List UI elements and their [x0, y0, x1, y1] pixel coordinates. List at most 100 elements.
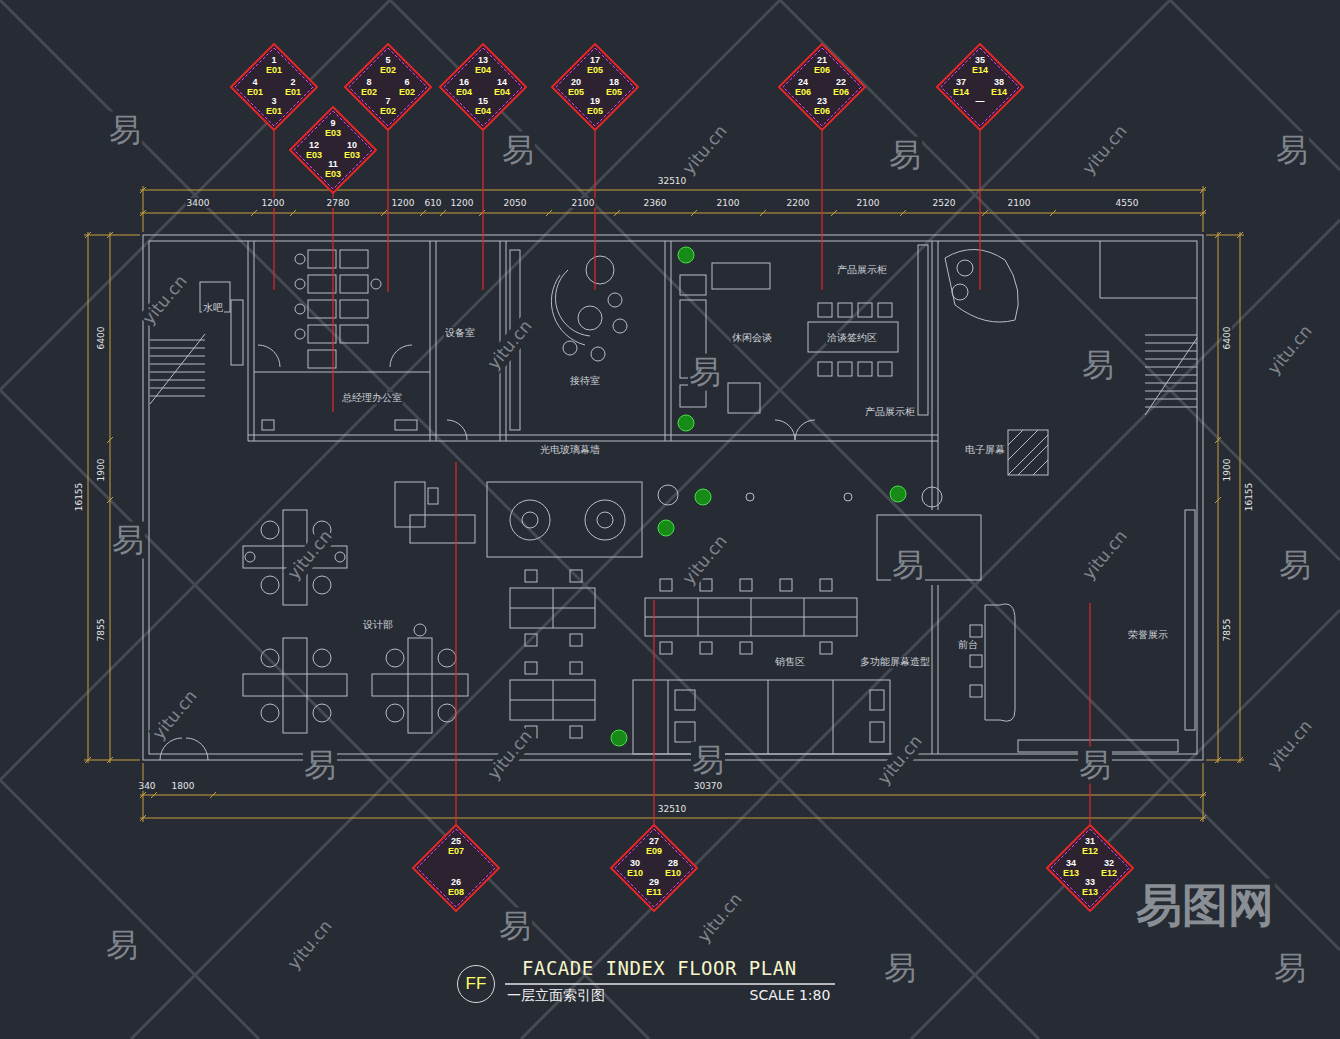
dimension: 3400 [186, 198, 211, 208]
view-number: 12 [309, 141, 319, 150]
sheet-code: E10 [665, 869, 681, 878]
marker-inner [235, 48, 313, 126]
dimension: 6400 [1222, 326, 1232, 351]
dimension: 2100 [571, 198, 596, 208]
sheet-code: E02 [380, 107, 396, 116]
dimension: 16155 [74, 482, 84, 513]
watermark: 易 [1275, 132, 1309, 169]
watermark: yitu.cn [148, 686, 201, 744]
view-number: 35 [975, 56, 985, 65]
view-number: 9 [330, 119, 335, 128]
sheet-code: E06 [833, 88, 849, 97]
dimension: 340 [137, 781, 156, 791]
view-number: 20 [571, 78, 581, 87]
view-number: 10 [347, 141, 357, 150]
watermark: yitu.cn [693, 889, 746, 947]
marker-outline [413, 825, 499, 911]
marker-outline [779, 44, 865, 130]
watermark: 易 [498, 908, 532, 945]
plants [611, 247, 906, 746]
room-name: 水吧 [202, 302, 224, 314]
room-name: 产品展示柜 [836, 264, 888, 276]
view-number: 33 [1085, 878, 1095, 887]
sheet-code: E12 [1101, 869, 1117, 878]
watermark: yitu.cn [283, 916, 336, 974]
room-name: 多功能屏幕造型 [859, 656, 931, 668]
sheet-code: E08 [448, 888, 464, 897]
watermark: 易 [111, 522, 145, 559]
index-marker: 27E0930E1028E1029E11 [610, 824, 698, 912]
index-leader-lines [274, 131, 1090, 824]
marker-outline [345, 44, 431, 130]
sheet-code: E03 [306, 151, 322, 160]
view-number: 21 [817, 56, 827, 65]
index-marker: 35E1437E1438E14— [936, 43, 1024, 131]
dimension: 7855 [96, 618, 106, 643]
index-marker: 25E0726E08 [412, 824, 500, 912]
view-number: 4 [252, 78, 257, 87]
watermark: yitu.cn [1263, 716, 1316, 774]
watermark: yitu.cn [873, 731, 926, 789]
view-number: 11 [328, 160, 338, 169]
dimension: 1900 [96, 458, 106, 483]
dimension: 2360 [643, 198, 668, 208]
watermark: yitu.cn [483, 726, 536, 784]
view-number: 25 [451, 837, 461, 846]
dimension: 610 [423, 198, 442, 208]
room-name: 设计部 [362, 619, 394, 631]
room-name: 总经理办公室 [341, 392, 403, 404]
index-marker: 1E014E012E013E01 [230, 43, 318, 131]
watermark: yitu.cn [1263, 321, 1316, 379]
view-number: 23 [817, 97, 827, 106]
room-name: 电子屏幕 [964, 444, 1006, 456]
watermark: 易 [888, 137, 922, 174]
view-number: 14 [497, 78, 507, 87]
sheet-code: E03 [325, 129, 341, 138]
sheet-code: E07 [448, 847, 464, 856]
marker-outline [231, 44, 317, 130]
watermark: yitu.cn [483, 316, 536, 374]
room-name: 光电玻璃幕墙 [539, 444, 601, 456]
index-marker: 13E0416E0414E0415E04 [439, 43, 527, 131]
dimension: 32510 [657, 804, 688, 814]
dimension: 6400 [96, 326, 106, 351]
watermark: 易 [108, 112, 142, 149]
view-number: 18 [609, 78, 619, 87]
drawing-symbol: FF [457, 965, 495, 1003]
watermark: yitu.cn [1078, 526, 1131, 584]
room-name: 荣誉展示 [1127, 629, 1169, 641]
watermark: yitu.cn [138, 271, 191, 329]
view-number: 29 [649, 878, 659, 887]
sheet-code: E05 [568, 88, 584, 97]
marker-inner [349, 48, 427, 126]
dimension: 2520 [932, 198, 957, 208]
watermark: 易 [501, 132, 535, 169]
sheet-code: E10 [627, 869, 643, 878]
dimension-lines [84, 186, 1244, 822]
marker-outline [937, 44, 1023, 130]
room-name: 设备室 [444, 327, 476, 339]
view-number: — [976, 97, 985, 106]
room-name: 前台 [957, 639, 979, 651]
view-number: 6 [404, 78, 409, 87]
watermark: yitu.cn [1078, 121, 1131, 179]
walls-and-furniture [143, 235, 1203, 760]
marker-inner [1051, 829, 1129, 907]
view-number: 30 [630, 859, 640, 868]
dimension: 1200 [391, 198, 416, 208]
watermark: 易 [883, 950, 917, 987]
watermark: yitu.cn [283, 526, 336, 584]
sheet-code: E03 [344, 151, 360, 160]
marker-outline [611, 825, 697, 911]
view-number: 3 [271, 97, 276, 106]
sheet-code: E13 [1063, 869, 1079, 878]
sheet-code: E04 [456, 88, 472, 97]
sheet-code: E02 [380, 66, 396, 75]
view-number: 1 [271, 56, 276, 65]
watermark: 易图网 [1135, 879, 1275, 932]
dimension: 1200 [450, 198, 475, 208]
index-marker: 21E0624E0622E0623E06 [778, 43, 866, 131]
sheet-code: E04 [475, 66, 491, 75]
watermark: yitu.cn [678, 531, 731, 589]
